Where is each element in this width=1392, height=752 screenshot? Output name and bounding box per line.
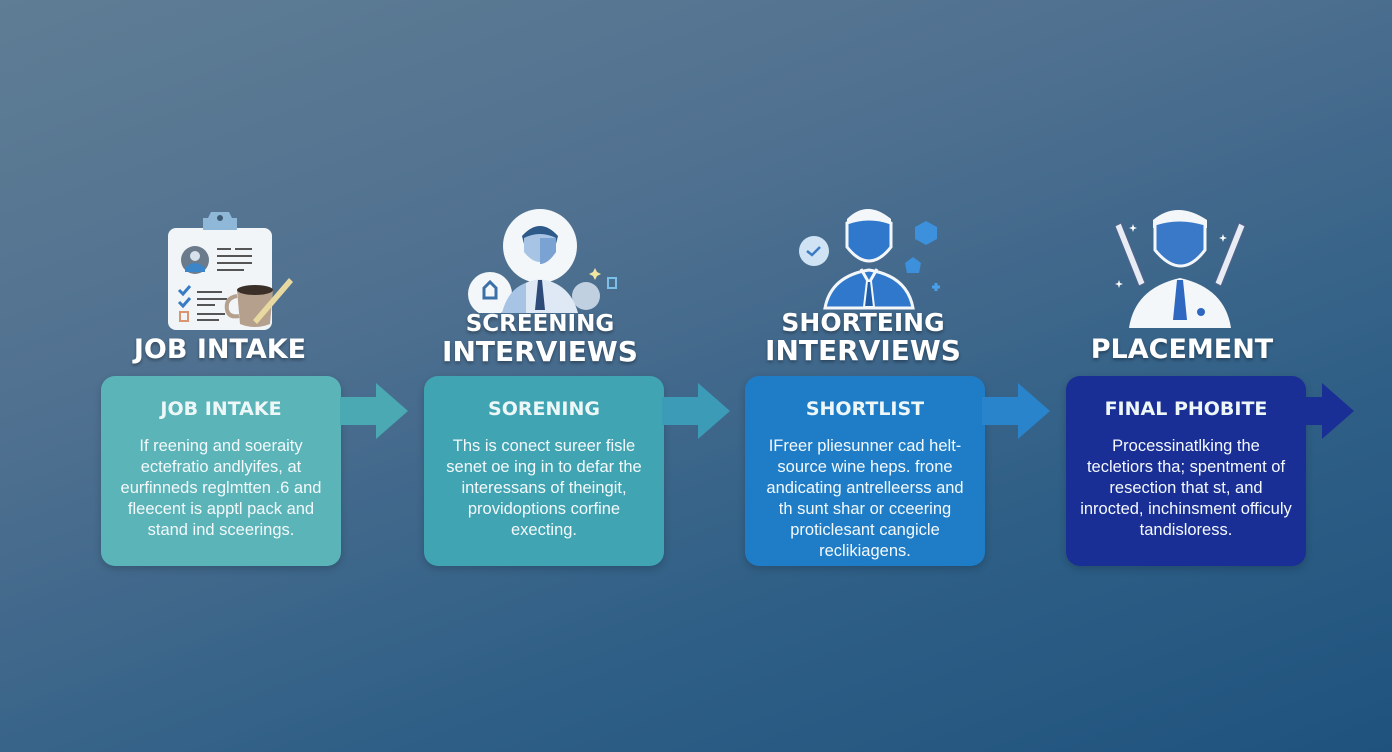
- stage-3-card: SHORTLIST IFreer pliesunner cad helt- so…: [745, 376, 985, 566]
- stage-1-heading-line1: JOB INTAKE: [133, 334, 307, 365]
- stage-2-card: SORENING Ths is conect sureer fisle sene…: [424, 376, 664, 566]
- interviewer-avatar-icon: [462, 208, 622, 316]
- stage-2-heading-line1: SCREENING: [465, 311, 615, 337]
- candidate-avatar-icon: [795, 205, 955, 310]
- clipboard-coffee-icon: [165, 208, 295, 333]
- stage-4-card-title: FINAL PHOBITE: [1104, 398, 1268, 420]
- stage-1-card: JOB INTAKE If reening and soeraity ectef…: [101, 376, 341, 566]
- stage-1-card-title: JOB INTAKE: [160, 398, 282, 420]
- stage-2-heading-line2: INTERVIEWS: [442, 335, 638, 368]
- stage-3-card-title: SHORTLIST: [805, 398, 925, 420]
- stage-2-card-body: Ths is conect sureer fisle senet oe ing …: [446, 437, 642, 539]
- stage-2-card-title: SORENING: [488, 398, 600, 420]
- stage-3-card-body: IFreer pliesunner cad helt- source wine …: [766, 437, 964, 560]
- stage-1-card-body: If reening and soeraity ectefratio andly…: [120, 437, 322, 539]
- placed-professional-icon: [1105, 206, 1255, 330]
- stage-4-heading: PLACEMENT: [1072, 336, 1292, 363]
- stage-4-heading-line1: PLACEMENT: [1090, 334, 1274, 365]
- arrow-right-icon: [1296, 383, 1354, 439]
- stage-3-heading: SHORTEING INTERVIEWS: [753, 310, 973, 365]
- arrow-right-icon: [982, 383, 1050, 439]
- stage-2-heading: SCREENING INTERVIEWS: [430, 313, 650, 366]
- stage-4-card: FINAL PHOBITE Processinatlking the tecle…: [1066, 376, 1306, 566]
- arrow-right-icon: [340, 383, 408, 439]
- stage-3-heading-line2: INTERVIEWS: [765, 334, 961, 367]
- arrow-right-icon: [662, 383, 730, 439]
- stage-4-card-body: Processinatlking the tecletiors tha; spe…: [1080, 437, 1292, 539]
- stage-3-heading-line1: SHORTEING: [781, 308, 945, 337]
- stage-1-heading: JOB INTAKE: [110, 336, 330, 363]
